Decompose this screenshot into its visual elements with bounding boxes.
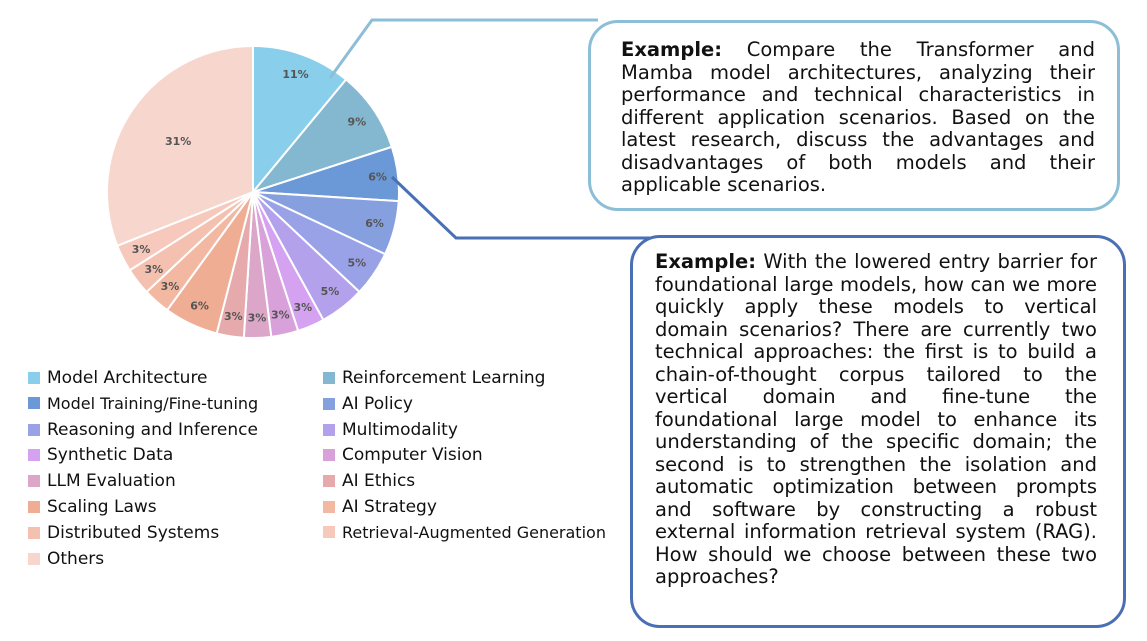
pie-label-ai-ethics: 3% xyxy=(224,310,243,323)
pie-slice-reinforcement-learning xyxy=(250,78,394,195)
legend-swatch xyxy=(28,372,40,384)
pie-label-model-training-fine-tuning: 6% xyxy=(368,170,387,183)
legend-item-model-architecture: Model Architecture xyxy=(28,368,208,388)
legend-swatch xyxy=(28,526,40,539)
pie-label-computer-vision: 3% xyxy=(271,309,290,322)
legend-swatch xyxy=(323,372,335,384)
legend-label: AI Policy xyxy=(342,393,413,414)
pie-label-others: 31% xyxy=(165,135,191,148)
legend-item-reinforcement-learning: Reinforcement Learning xyxy=(323,368,545,388)
legend-item-ai-strategy: AI Strategy xyxy=(323,497,437,517)
legend-item-scaling-laws: Scaling Laws xyxy=(28,497,157,517)
legend-swatch xyxy=(323,501,335,513)
legend-item-ai-policy: AI Policy xyxy=(323,394,413,414)
legend-item-computer-vision: Computer Vision xyxy=(323,445,483,465)
legend-swatch xyxy=(28,397,40,410)
legend-item-ai-ethics: AI Ethics xyxy=(323,471,415,491)
legend-label: Synthetic Data xyxy=(47,445,174,466)
legend-label: Retrieval-Augmented Generation xyxy=(342,522,606,542)
legend-swatch xyxy=(323,423,335,436)
legend-item-synthetic-data: Synthetic Data xyxy=(28,445,173,465)
legend-label: Model Architecture xyxy=(47,368,208,388)
legend-swatch xyxy=(323,475,335,488)
pie-label-ai-strategy: 3% xyxy=(161,280,180,293)
callout-label: Example: xyxy=(621,38,723,61)
legend-label: Model Training/Fine-tuning xyxy=(47,393,259,413)
pie-label-reinforcement-learning: 9% xyxy=(348,115,367,128)
legend-item-model-training-fine-tuning: Model Training/Fine-tuning xyxy=(28,394,258,413)
pie-slice-labels: 11% 9% 6% 6% 5% 5% 3% 3% 3% 3% 6% 3% 3% 3% 31% xyxy=(132,68,387,325)
pie-label-retrieval-augmented-generation: 3% xyxy=(132,243,151,256)
pie-label-distributed-systems: 3% xyxy=(144,263,163,276)
example-callout-architecture: Example: Compare the Transformer and Mam… xyxy=(588,20,1120,211)
example-callout-finetuning: Example: With the lowered entry barrier … xyxy=(630,235,1126,628)
callout-text: With the lowered entry barrier for found… xyxy=(655,250,1097,588)
legend-item-retrieval-augmented-generation: Retrieval-Augmented Generation xyxy=(323,523,606,542)
pie-slices xyxy=(106,44,400,339)
legend-swatch xyxy=(28,552,40,565)
legend-swatch xyxy=(28,475,40,488)
legend-label: AI Ethics xyxy=(342,471,416,492)
legend-label: AI Strategy xyxy=(342,497,437,517)
pie-label-model-architecture: 11% xyxy=(282,68,308,81)
legend-label: Scaling Laws xyxy=(47,497,157,517)
legend-swatch xyxy=(28,501,40,513)
legend-item-multimodality: Multimodality xyxy=(323,420,458,440)
legend-label: Others xyxy=(47,548,105,569)
pie-slice-others xyxy=(106,44,254,248)
pie-label-ai-policy: 6% xyxy=(365,217,384,230)
legend-item-reasoning-and-inference: Reasoning and Inference xyxy=(28,420,258,440)
pie-slice-model-architecture xyxy=(252,44,348,195)
legend-swatch xyxy=(28,423,40,436)
legend-label: Reasoning and Inference xyxy=(47,419,258,440)
callout-label: Example: xyxy=(655,250,757,273)
pie-label-reasoning-and-inference: 5% xyxy=(348,257,367,270)
legend-label: Reinforcement Learning xyxy=(342,368,546,388)
pie-label-llm-evaluation: 3% xyxy=(248,311,267,324)
callout-connector-1 xyxy=(328,18,598,79)
callout-text: Compare the Transformer and Mamba model … xyxy=(621,38,1095,196)
legend-swatch xyxy=(323,397,335,410)
pie-label-multimodality: 5% xyxy=(321,285,340,298)
legend-label: Distributed Systems xyxy=(47,522,220,543)
callout-connector-2 xyxy=(390,175,650,240)
legend-swatch xyxy=(323,526,335,539)
pie-label-synthetic-data: 3% xyxy=(294,301,313,314)
pie-label-scaling-laws: 6% xyxy=(190,300,209,313)
legend-label: Computer Vision xyxy=(342,445,483,466)
legend-label: Multimodality xyxy=(342,419,458,440)
legend-item-llm-evaluation: LLM Evaluation xyxy=(28,471,176,491)
legend-item-others: Others xyxy=(28,549,104,569)
legend-item-distributed-systems: Distributed Systems xyxy=(28,523,219,543)
legend-label: LLM Evaluation xyxy=(47,471,176,492)
legend-swatch xyxy=(28,449,40,462)
legend-swatch xyxy=(323,449,335,462)
